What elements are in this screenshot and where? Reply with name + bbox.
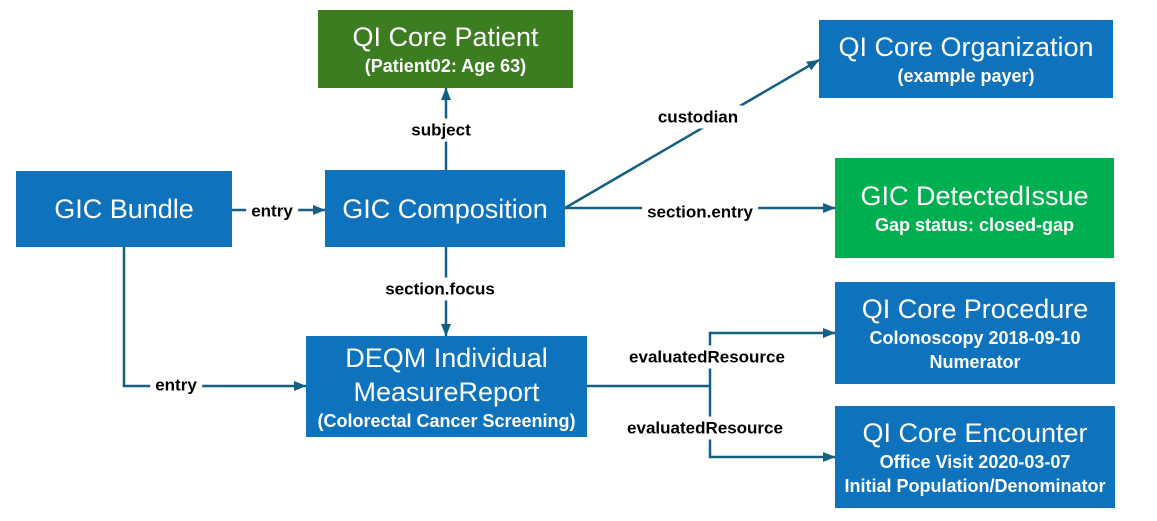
node-qi-core-encounter-title: QI Core Encounter xyxy=(862,418,1088,448)
node-gic-detectedissue-title: GIC DetectedIssue xyxy=(860,181,1089,211)
node-qi-core-patient-subtitle: (Patient02: Age 63) xyxy=(364,56,527,76)
edge-label-entry-bottom: entry xyxy=(150,373,202,397)
node-gic-bundle-title: GIC Bundle xyxy=(54,194,194,224)
node-qi-core-patient: QI Core Patient (Patient02: Age 63) xyxy=(318,10,573,88)
edge-label-evaluatedresource-bottom: evaluatedResource xyxy=(622,416,788,440)
edge-composition-custodian-organization-line xyxy=(564,58,820,210)
node-qi-core-procedure-subtitle2: Numerator xyxy=(929,352,1021,372)
edge-label-entry-top: entry xyxy=(246,199,298,223)
node-qi-core-encounter-subtitle2: Initial Population/Denominator xyxy=(844,476,1106,496)
node-qi-core-procedure-subtitle: Colonoscopy 2018-09-10 xyxy=(869,328,1081,348)
node-deqm-measurereport: DEQM Individual MeasureReport (Colorecta… xyxy=(306,336,587,437)
edge-bundle-entry-measurereport-line xyxy=(122,247,307,391)
node-qi-core-encounter: QI Core Encounter Office Visit 2020-03-0… xyxy=(835,406,1115,508)
edge-label-section-focus: section.focus xyxy=(380,277,500,301)
node-qi-core-patient-title: QI Core Patient xyxy=(352,22,539,52)
edge-label-subject: subject xyxy=(406,118,476,142)
node-gic-detectedissue: GIC DetectedIssue Gap status: closed-gap xyxy=(835,158,1114,258)
node-qi-core-procedure-title: QI Core Procedure xyxy=(861,294,1089,324)
node-qi-core-procedure: QI Core Procedure Colonoscopy 2018-09-10… xyxy=(835,282,1115,384)
node-qi-core-encounter-subtitle: Office Visit 2020-03-07 xyxy=(879,452,1071,472)
node-qi-core-organization-title: QI Core Organization xyxy=(838,32,1094,62)
node-qi-core-organization: QI Core Organization (example payer) xyxy=(819,20,1113,98)
node-gic-composition-title: GIC Composition xyxy=(342,193,548,224)
edge-label-evaluatedresource-top: evaluatedResource xyxy=(624,345,790,369)
node-gic-bundle: GIC Bundle xyxy=(16,171,232,247)
node-deqm-measurereport-title: DEQM Individual MeasureReport xyxy=(345,342,548,407)
node-gic-detectedissue-subtitle: Gap status: closed-gap xyxy=(874,215,1075,235)
edge-measurereport-evaluatedresource-encounter-line xyxy=(708,386,836,462)
edge-label-section-entry: section.entry xyxy=(642,200,758,224)
node-qi-core-organization-subtitle: (example payer) xyxy=(897,66,1035,86)
node-gic-composition: GIC Composition xyxy=(325,170,565,247)
node-deqm-measurereport-subtitle: (Colorectal Cancer Screening) xyxy=(317,410,576,431)
edge-label-custodian: custodian xyxy=(652,105,744,129)
